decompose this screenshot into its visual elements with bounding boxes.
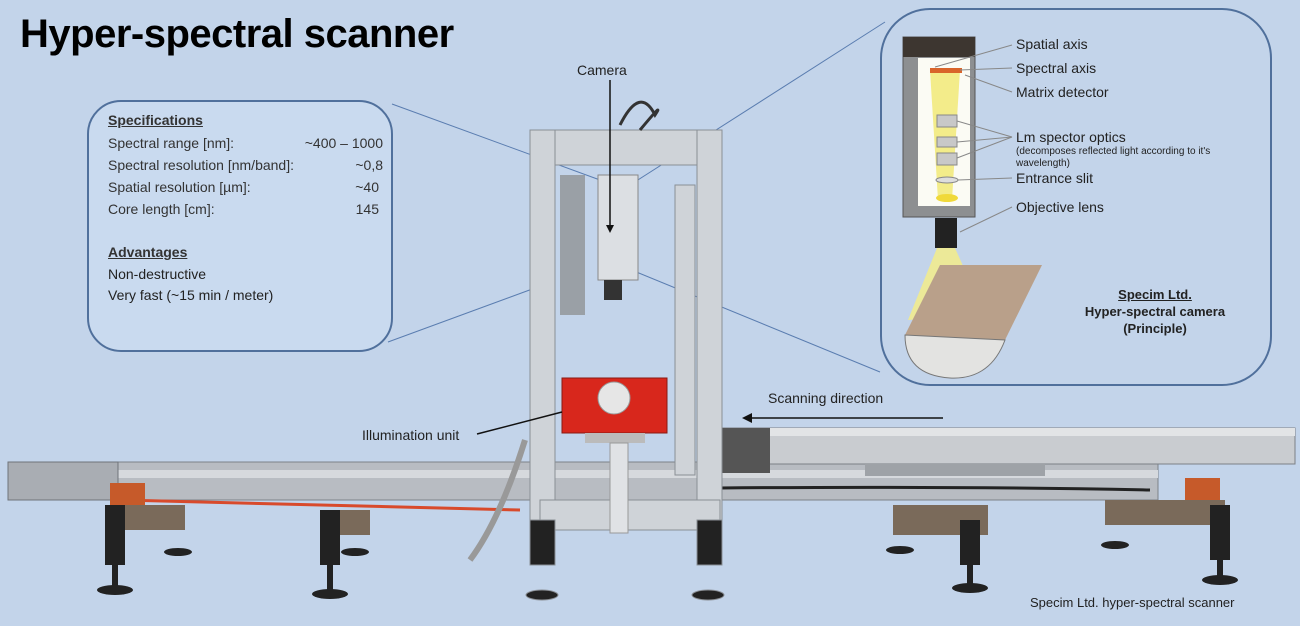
label-spectral-axis: Spectral axis xyxy=(1016,60,1097,76)
label-matrix-detector: Matrix detector xyxy=(1016,84,1109,100)
spec-value: ~0,8 xyxy=(355,157,383,173)
sample-tray xyxy=(717,427,1296,476)
label-camera: Camera xyxy=(577,62,627,78)
spec-row: Spatial resolution [µm]: ~40 xyxy=(108,176,383,198)
specifications-heading: Specifications xyxy=(108,112,203,128)
label-objective-lens: Objective lens xyxy=(1016,199,1104,215)
advantage-item: Non-destructive xyxy=(108,266,207,282)
photo-caption: Specim Ltd. hyper-spectral scanner xyxy=(1030,595,1235,610)
spec-label: Spectral resolution [nm/band]: xyxy=(108,157,294,173)
label-scanning-direction: Scanning direction xyxy=(768,390,884,406)
illumination-unit xyxy=(467,377,668,562)
label-spatial-axis: Spatial axis xyxy=(1016,36,1088,52)
spec-row: Core length [cm]: 145 xyxy=(108,198,383,220)
spec-row: Spectral resolution [nm/band]: ~0,8 xyxy=(108,154,383,176)
specifications-panel: Specifications Spectral range [nm]: ~400 … xyxy=(87,100,393,352)
camera-unit xyxy=(560,80,660,315)
label-illumination-unit: Illumination unit xyxy=(362,427,460,443)
page-title: Hyper-spectral scanner xyxy=(20,12,454,56)
principle-diagram xyxy=(902,36,1042,379)
spec-label: Spectral range [nm]: xyxy=(108,135,235,151)
caption-company: Specim Ltd. xyxy=(1118,287,1192,302)
label-optics-note: (decomposes reflected light according to… xyxy=(1016,146,1211,169)
scanner-frame xyxy=(525,129,725,601)
label-entrance-slit: Entrance slit xyxy=(1016,170,1094,186)
caption-line: (Principle) xyxy=(1123,321,1187,336)
spec-row: Spectral range [nm]: ~400 – 1000 xyxy=(108,132,383,154)
scanning-direction-arrow xyxy=(742,413,943,423)
caption-line: Hyper-spectral camera xyxy=(1084,304,1226,319)
spec-label: Spatial resolution [µm]: xyxy=(108,179,251,195)
spec-value: 145 xyxy=(355,201,379,217)
principle-caption: Specim Ltd. Hyper-spectral camera (Princ… xyxy=(1060,286,1250,337)
spec-value: ~400 – 1000 xyxy=(304,135,383,151)
label-optics: Lm spector optics xyxy=(1016,129,1126,145)
advantages-heading: Advantages xyxy=(108,244,188,260)
advantage-item: Very fast (~15 min / meter) xyxy=(108,287,274,303)
principle-panel xyxy=(880,8,1272,386)
spec-label: Core length [cm]: xyxy=(108,201,215,217)
spec-value: ~40 xyxy=(355,179,379,195)
